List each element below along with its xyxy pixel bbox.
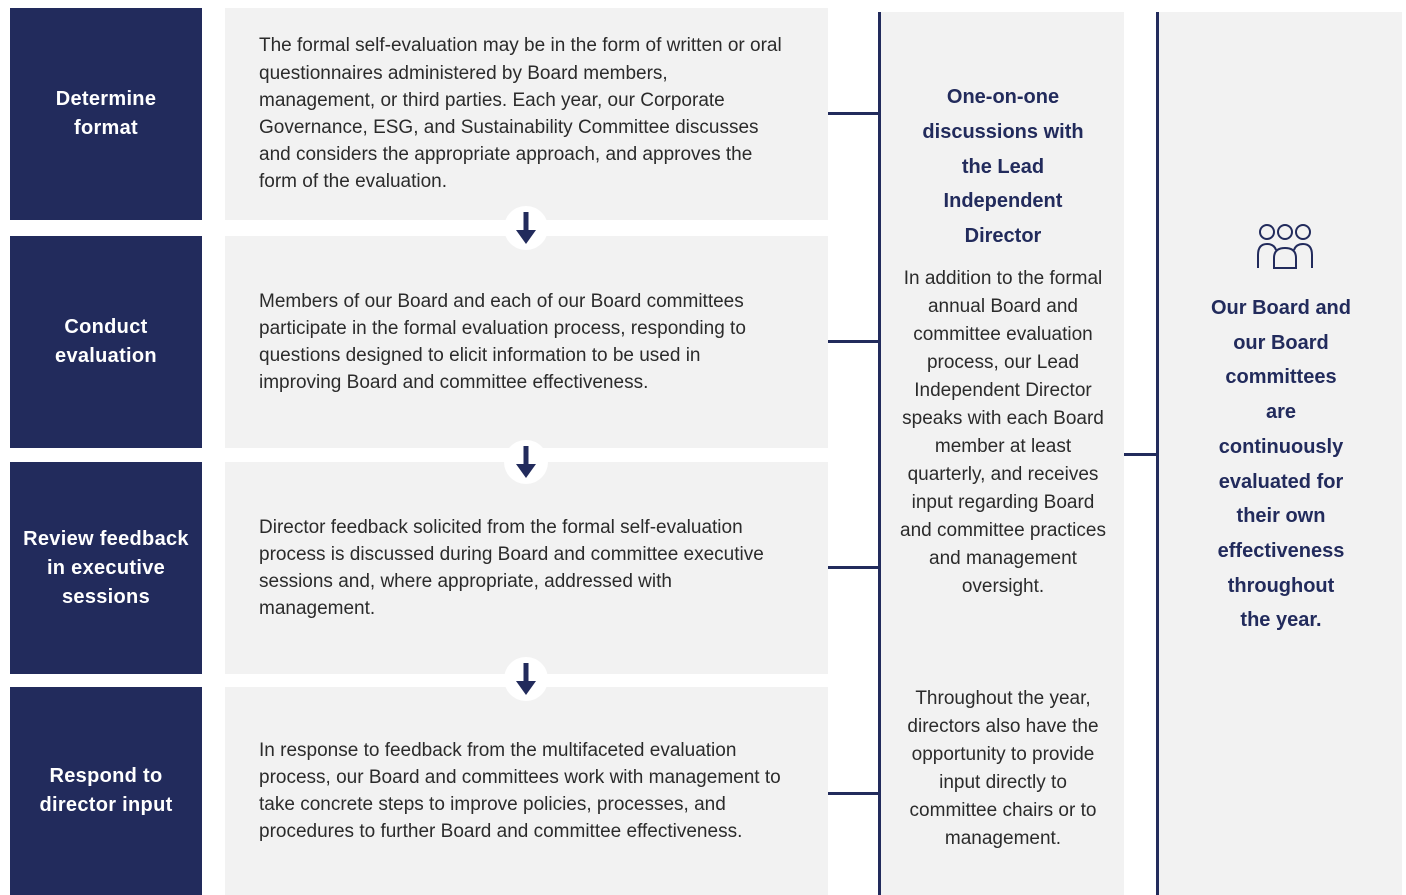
step-description-determine-format: The formal self-evaluation may be in the… — [225, 8, 828, 220]
step-label-respond-to-input: Respond to director input — [10, 687, 202, 895]
step-label-conduct-evaluation: Conduct evaluation — [10, 236, 202, 448]
step-description-text: The formal self-evaluation may be in the… — [259, 35, 782, 193]
middle-column-divider — [878, 12, 881, 895]
lead-director-title: One-on-one discussions with the Lead Ind… — [922, 86, 1084, 248]
lead-director-paragraph-1: In addition to the formal annual Board a… — [900, 268, 1106, 597]
step-description-conduct-evaluation: Members of our Board and each of our Boa… — [225, 236, 828, 448]
connector-line — [828, 566, 880, 569]
step-label-review-feedback: Review feedback in executive sessions — [10, 462, 202, 674]
step-description-text: Members of our Board and each of our Boa… — [259, 290, 746, 394]
lead-director-paragraph-2: Throughout the year, directors also have… — [907, 688, 1099, 849]
right-column-divider — [1156, 12, 1159, 895]
flow-arrow-1 — [504, 206, 548, 250]
step-description-review-feedback: Director feedback solicited from the for… — [225, 462, 828, 674]
flow-arrow-3 — [504, 657, 548, 701]
continuous-evaluation-text: Our Board and our Board committees are c… — [1210, 297, 1351, 632]
step-description-text: In response to feedback from the multifa… — [259, 739, 781, 843]
arrow-down-icon — [516, 663, 536, 695]
connector-line — [828, 792, 880, 795]
connector-line — [828, 112, 880, 115]
step-description-respond-to-input: In response to feedback from the multifa… — [225, 687, 828, 895]
people-group-icon — [1254, 220, 1316, 272]
flow-arrow-2 — [504, 440, 548, 484]
step-label-determine-format: Determine format — [10, 8, 202, 220]
middle-panel — [881, 12, 1124, 895]
connector-line — [1124, 453, 1159, 456]
connector-line — [828, 340, 880, 343]
arrow-down-icon — [516, 446, 536, 478]
step-description-text: Director feedback solicited from the for… — [259, 516, 764, 620]
right-panel — [1159, 12, 1402, 895]
arrow-down-icon — [516, 212, 536, 244]
